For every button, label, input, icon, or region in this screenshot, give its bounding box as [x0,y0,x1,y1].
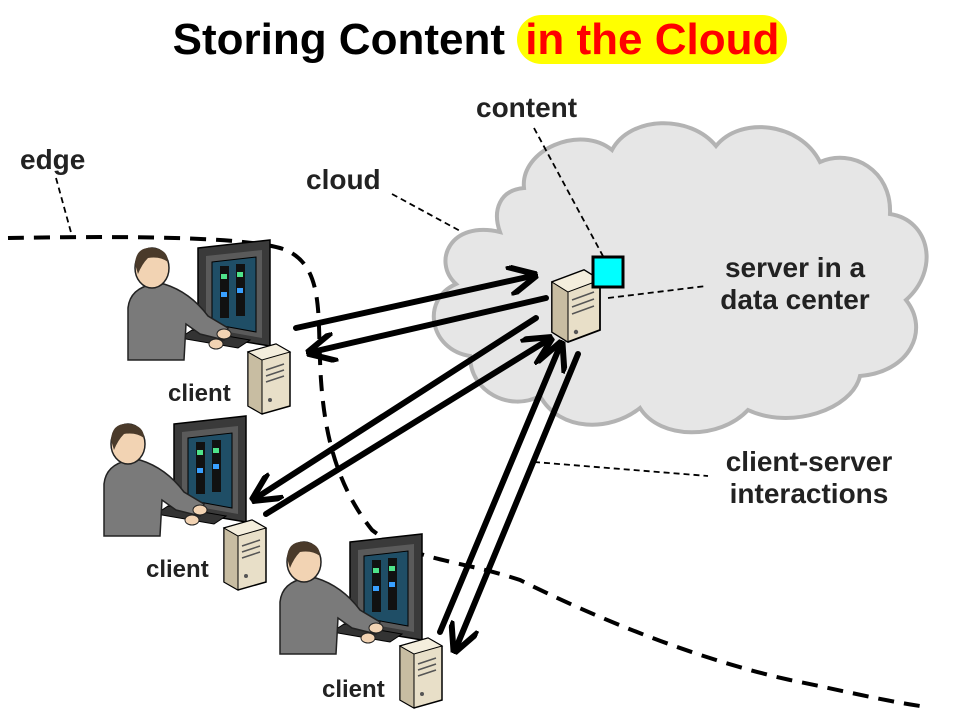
server-label-line-2: data center [720,284,870,316]
server-label: server in a data center [700,252,890,316]
interaction-arrows [256,276,581,648]
edge-boundary [7,235,921,708]
interactions-label-line-1: client-server [725,446,893,477]
server-leader-line [607,285,707,299]
server-icon [550,269,602,343]
client-label-3: client [322,676,385,703]
content-square-icon [591,255,625,289]
arrow-client1-to-server [293,276,532,331]
client-label-2: client [146,556,209,583]
server-label-line-1: server in a [724,252,866,283]
title-highlight: in the Cloud [517,15,788,64]
content-label: content [476,92,578,123]
cloud-leader-line [391,193,463,233]
title-main: Storing Content [172,15,518,64]
cloud-label: cloud [306,164,381,195]
arrow-server-to-client2 [256,315,539,498]
interactions-leader-line [533,461,709,477]
content-leader-line [533,127,605,259]
edge-leader-line [55,177,73,237]
client-label-1: client [168,380,231,407]
interactions-label-line-2: interactions [729,478,889,510]
slide-title: Storing Content in the Cloud [0,6,960,74]
arrow-client3-to-server [437,346,560,635]
arrow-server-to-client1 [312,295,549,352]
edge-label: edge [20,144,86,175]
interactions-label: client-server interactions [702,446,916,510]
arrow-server-to-client3 [456,351,581,648]
arrow-client2-to-server [263,340,548,517]
